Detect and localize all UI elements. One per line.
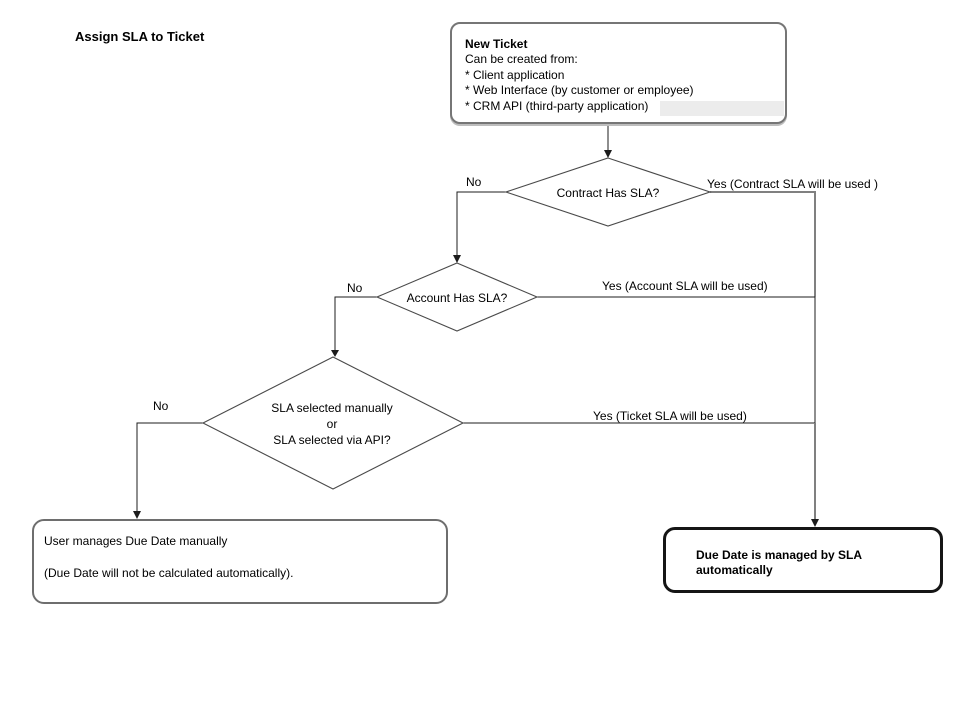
- highlight-strip: [660, 101, 784, 116]
- arrowhead-manual-decision: [331, 350, 339, 357]
- account-no-label: No: [347, 281, 363, 295]
- arrowhead-manual-result: [133, 511, 141, 519]
- account-decision-label: Account Has SLA?: [406, 291, 508, 305]
- contract-decision-label: Contract Has SLA?: [556, 186, 660, 200]
- edge-account-no: [334, 296, 377, 350]
- manual-decision-shape: [201, 356, 465, 490]
- edge-contract-no: [456, 191, 506, 256]
- new-ticket-body: Can be created from: * Client applicatio…: [465, 52, 694, 113]
- manual-yes-label: Yes (Ticket SLA will be used): [593, 409, 747, 423]
- edge-manual-no: [136, 422, 203, 511]
- arrowhead-auto-result: [811, 519, 819, 527]
- arrowhead-contract-decision: [604, 150, 612, 158]
- account-decision-shape: [375, 262, 539, 332]
- account-yes-label: Yes (Account SLA will be used): [602, 279, 768, 293]
- manual-decision-label: SLA selected manually or SLA selected vi…: [271, 401, 393, 447]
- manual-result-node: User manages Due Date manually (Due Date…: [32, 519, 448, 604]
- new-ticket-heading: New Ticket: [465, 37, 528, 51]
- contract-yes-label: Yes (Contract SLA will be used ): [707, 177, 878, 191]
- manual-no-label: No: [153, 399, 169, 413]
- edge-contract-yes: [710, 191, 816, 297]
- contract-no-label: No: [466, 175, 482, 189]
- diagram-title: Assign SLA to Ticket: [75, 29, 205, 44]
- contract-decision-shape: [504, 157, 712, 227]
- new-ticket-node: New Ticket Can be created from: * Client…: [450, 22, 787, 124]
- arrowhead-account-decision: [453, 255, 461, 263]
- auto-result-node: Due Date is managed by SLA automatically: [663, 527, 943, 593]
